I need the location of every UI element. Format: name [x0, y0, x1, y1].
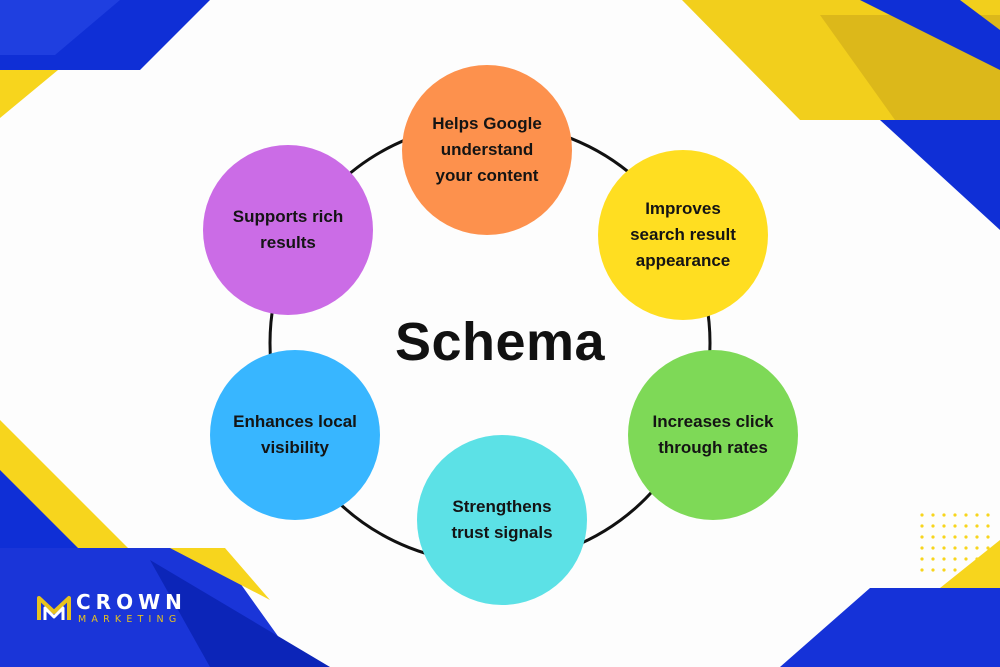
node-improves-search: Improves search result appearance	[598, 150, 768, 320]
decor-dot	[942, 557, 946, 561]
decor-dot	[975, 557, 979, 561]
node-label: Improves search result appearance	[630, 199, 736, 270]
decor-dot	[931, 535, 935, 539]
decor-dot	[964, 535, 968, 539]
decor-dot	[920, 524, 924, 528]
decor-dot	[920, 513, 924, 517]
decor-dot	[953, 557, 957, 561]
decor-dot	[953, 568, 957, 572]
decor-dot	[920, 546, 924, 550]
decor-dot	[964, 557, 968, 561]
decor-dot	[975, 535, 979, 539]
brand-tagline: MARKETING	[78, 614, 182, 625]
decor-dot	[942, 568, 946, 572]
top-right-blue-band	[880, 120, 1000, 230]
decor-dot	[931, 557, 935, 561]
node-label: Increases click through rates	[652, 412, 774, 457]
decor-dot	[986, 513, 990, 517]
top-left-yellow-band	[0, 70, 58, 118]
decor-dot	[920, 535, 924, 539]
decor-dot	[942, 513, 946, 517]
decor-dot	[964, 568, 968, 572]
decor-dot	[964, 513, 968, 517]
decor-dot	[975, 568, 979, 572]
decor-dot	[986, 568, 990, 572]
decor-dot	[964, 546, 968, 550]
decor-dot	[931, 568, 935, 572]
node-enhances-local: Enhances local visibility	[210, 350, 380, 520]
node-increases-ctr: Increases click through rates	[628, 350, 798, 520]
decor-dot	[975, 513, 979, 517]
node-label: Enhances local visibility	[233, 412, 357, 457]
decor-dot	[931, 513, 935, 517]
decor-dot	[975, 524, 979, 528]
node-label: Strengthens trust signals	[451, 497, 553, 542]
top-left-blue-shade	[0, 0, 120, 55]
bottom-right-blue-band	[780, 588, 1000, 667]
node-label: Helps Google understand your content	[432, 114, 542, 185]
diagram-center-label: Schema	[394, 312, 606, 372]
bottom-left-blue-shade	[150, 560, 330, 667]
decor-dot	[975, 546, 979, 550]
node-label: Supports rich results	[232, 207, 344, 252]
decor-dot	[986, 546, 990, 550]
decor-dot	[931, 524, 935, 528]
node-helps-google: Helps Google understand your content	[402, 65, 572, 235]
dot-grid	[920, 513, 990, 572]
brand-name: CROWN	[76, 590, 187, 614]
top-right-blue-strip	[860, 0, 1000, 70]
bottom-right-yellow-band	[940, 540, 1000, 588]
bottom-left-blue-inner	[0, 470, 100, 570]
node-strengthens-trust: Strengthens trust signals	[417, 435, 587, 605]
decor-dot	[942, 546, 946, 550]
decor-dot	[986, 535, 990, 539]
node-supports-rich: Supports rich results	[203, 145, 373, 315]
brand-logo: CROWN MARKETING	[36, 588, 206, 628]
decor-dot	[942, 524, 946, 528]
decor-dot	[953, 546, 957, 550]
decor-dot	[953, 513, 957, 517]
decor-dot	[931, 546, 935, 550]
decor-dot	[920, 568, 924, 572]
decor-dot	[953, 524, 957, 528]
bottom-left-yellow-accent	[170, 548, 270, 600]
decor-dot	[920, 557, 924, 561]
decor-dot	[953, 535, 957, 539]
decor-dot	[986, 557, 990, 561]
decor-dot	[942, 535, 946, 539]
crown-m-icon	[37, 596, 71, 620]
decor-dot	[964, 524, 968, 528]
decor-dot	[986, 524, 990, 528]
